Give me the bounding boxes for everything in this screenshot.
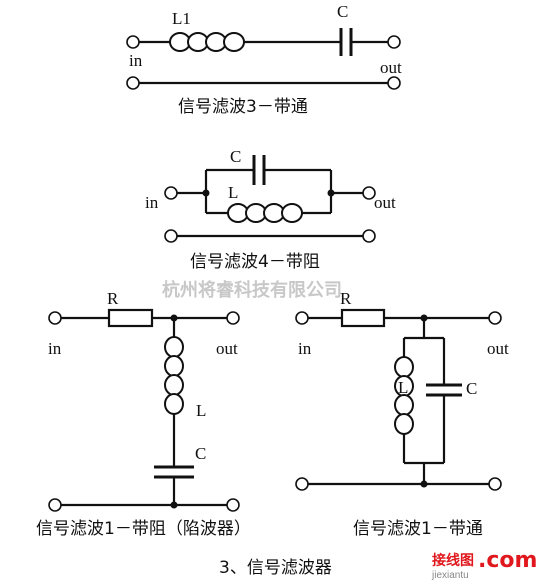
site-logo: 接线图 .com jiexiantu [431, 548, 537, 581]
logo-dotcom-text: .com [478, 548, 537, 573]
watermark-text: 杭州将睿科技有限公司 [162, 279, 342, 301]
resistor-r-symbol [340, 308, 386, 328]
inductor-l-symbol [394, 356, 414, 435]
terminal-in [48, 311, 62, 325]
inductor-l-symbol [164, 336, 184, 415]
capacitor-label: C [195, 444, 206, 463]
logo-latin-text: jiexiantu [431, 570, 469, 581]
out-label: out [216, 339, 238, 358]
in-label: in [48, 339, 62, 358]
out-label: out [487, 339, 509, 358]
inductor-label: L [196, 401, 206, 420]
out-label: out [380, 58, 402, 77]
terminal-in [164, 186, 178, 200]
terminal-ground [387, 76, 401, 90]
circuit-caption: 信号滤波4－带阻 [190, 252, 320, 272]
terminal-ground [164, 229, 178, 243]
inductor-label: L [228, 183, 238, 202]
capacitor-label: C [230, 147, 241, 166]
terminal-out [488, 311, 502, 325]
capacitor-label: C [337, 2, 348, 21]
terminal-in-top [126, 35, 140, 49]
out-label: out [374, 193, 396, 212]
circuit-caption: 信号滤波1－带阻（陷波器） [36, 519, 251, 539]
inductor-l1-symbol [169, 32, 245, 52]
circuit-bandpass-series: L1 C in out 信号滤波3－带通 [126, 2, 402, 117]
terminal-out [226, 311, 240, 325]
circuit-caption: 信号滤波1－带通 [353, 519, 483, 539]
inductor-label: L [398, 378, 408, 397]
inductor-label: L1 [172, 9, 191, 28]
terminal-ground [126, 76, 140, 90]
circuit-bandpass-shunt: R L C in out 信号滤波1－带通 [295, 289, 509, 539]
in-label: in [298, 339, 312, 358]
terminal-ground [226, 498, 240, 512]
terminal-ground [488, 477, 502, 491]
circuit-caption: 信号滤波3－带通 [178, 97, 308, 117]
circuit-notch: R L C in out 信号滤波1－带阻（陷波器） [36, 289, 251, 539]
circuit-bandstop-parallel: C L in out 信号滤波4－带阻 [145, 147, 396, 272]
terminal-ground [48, 498, 62, 512]
terminal-out [362, 186, 376, 200]
figure-caption: 3、信号滤波器 [219, 558, 332, 578]
in-label: in [145, 193, 159, 212]
terminal-in [295, 311, 309, 325]
logo-cn-text: 接线图 [432, 552, 474, 569]
terminal-ground [295, 477, 309, 491]
resistor-label: R [107, 289, 119, 308]
resistor-r-symbol [107, 308, 154, 328]
resistor-label: R [340, 289, 352, 308]
inductor-l-symbol [227, 203, 303, 223]
terminal-ground [362, 229, 376, 243]
capacitor-label: C [466, 379, 477, 398]
terminal-out-top [387, 35, 401, 49]
in-label: in [129, 51, 143, 70]
